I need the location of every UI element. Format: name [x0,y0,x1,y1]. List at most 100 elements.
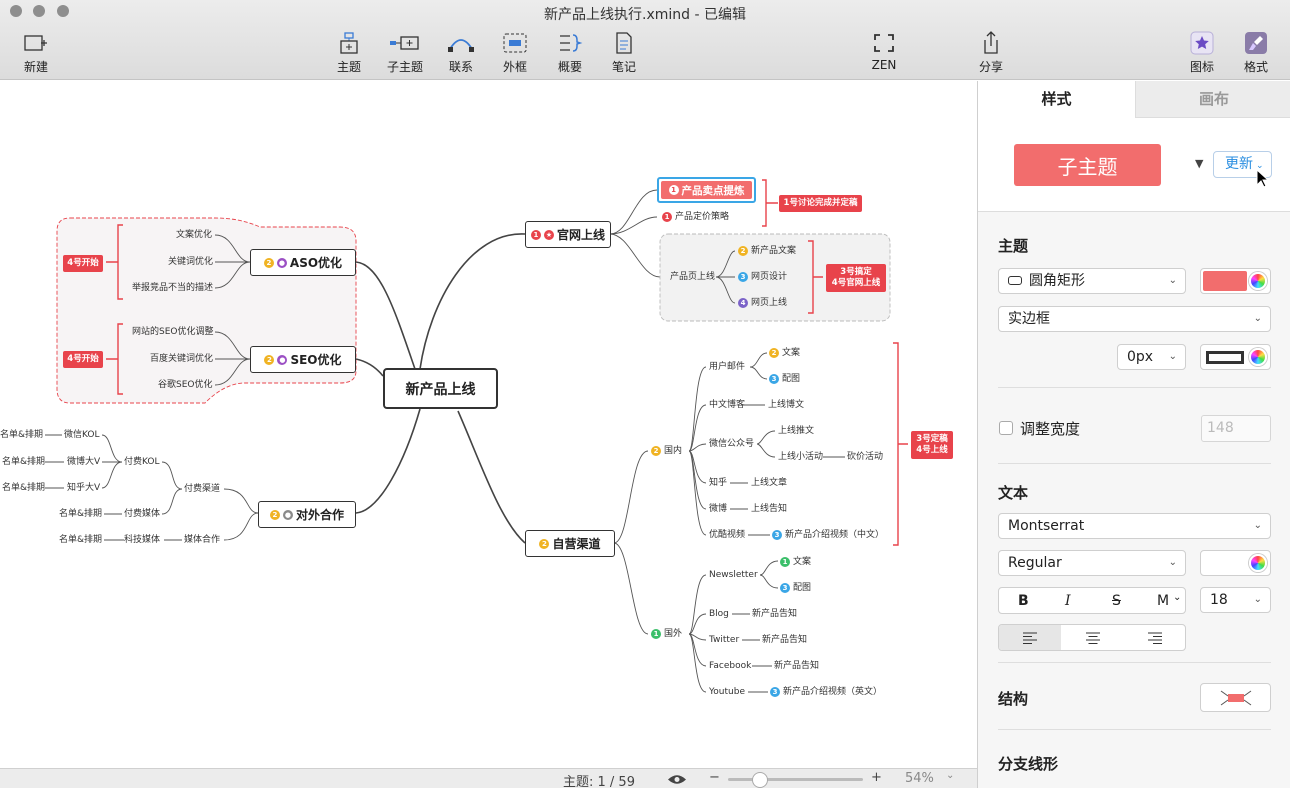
topic-wechat-post[interactable]: 上线推文 [778,426,815,436]
topic-paid-media[interactable]: 付费媒体 [124,509,161,519]
topic-newsletter[interactable]: Newsletter [709,570,758,580]
chevron-down-icon[interactable]: ⌄ [1173,592,1182,603]
topic-official-site[interactable]: 1★官网上线 [525,221,611,248]
topic-twitter[interactable]: Twitter [709,635,740,645]
font-size-select[interactable]: 18⌄ [1200,587,1271,613]
width-input[interactable]: 148 [1201,415,1271,442]
topic-tech-media-list[interactable]: 名单&排期 [59,535,103,545]
eye-icon[interactable] [667,773,687,786]
minimize-window-button[interactable] [33,5,45,17]
topic-wechat-kol[interactable]: 微信KOL [64,430,100,440]
style-preview[interactable]: 子主题 [1014,144,1161,186]
note-button[interactable]: 笔记 [596,30,652,75]
border-color-picker[interactable] [1200,344,1271,370]
align-center-icon[interactable] [1085,632,1101,644]
topic-button[interactable]: 主题 [321,30,377,75]
fill-color-picker[interactable] [1200,268,1271,294]
topic-weibo-v[interactable]: 微博大V [67,457,101,467]
zoom-out-button[interactable]: − [709,770,720,785]
update-style-button[interactable]: 更新⌄ [1213,151,1272,178]
strikethrough-button[interactable]: S [1112,593,1121,609]
zoom-slider[interactable] [728,778,863,781]
topic-blog-notice[interactable]: 新产品告知 [752,609,798,619]
topic-seo-site[interactable]: 网站的SEO优化调整 [132,327,214,337]
topic-weibo[interactable]: 微博 [709,504,728,514]
new-button[interactable]: 新建 [8,30,64,75]
font-family-select[interactable]: Montserrat⌄ [998,513,1271,539]
topic-youtube[interactable]: Youtube [709,687,745,697]
topic-aso-report[interactable]: 举报竞品不当的描述 [132,283,214,293]
topic-paid-channels[interactable]: 付费渠道 [184,484,221,494]
align-left-button[interactable] [999,625,1061,650]
zoom-window-button[interactable] [57,5,69,17]
topic-cn-blog[interactable]: 中文博客 [709,400,746,410]
note-label-aso[interactable]: 4号开始 [63,255,103,272]
topic-kol-list-1[interactable]: 名单&排期 [0,430,44,440]
font-weight-select[interactable]: Regular⌄ [998,550,1186,576]
adjust-width-checkbox[interactable] [999,421,1013,435]
summary-button[interactable]: 概要 [542,30,598,75]
topic-twitter-notice[interactable]: 新产品告知 [762,635,808,645]
share-button[interactable]: 分享 [963,30,1019,75]
note-label-page[interactable]: 3号搞定 4号官网上线 [826,264,886,292]
border-width-select[interactable]: 0px⌄ [1117,344,1186,370]
relation-button[interactable]: 联系 [433,30,489,75]
topic-partnership[interactable]: 2●对外合作 [258,501,356,528]
text-color-picker[interactable] [1200,550,1271,576]
topic-aso-keywords[interactable]: 关键词优化 [168,257,214,267]
note-label-official[interactable]: 1号讨论完成并定稿 [779,195,862,212]
topic-paid-media-list[interactable]: 名单&排期 [59,509,103,519]
text-case-button[interactable]: M [1157,593,1170,609]
topic-media-coop[interactable]: 媒体合作 [184,535,221,545]
central-topic[interactable]: 新产品上线 [383,368,498,409]
topic-tech-media[interactable]: 科技媒体 [124,535,161,545]
subtopic-button[interactable]: 子主题 [377,30,433,75]
zen-button[interactable]: ZEN [856,30,912,72]
note-label-domestic[interactable]: 3号定稿 4号上线 [911,431,953,459]
shape-select[interactable]: 圆角矩形⌄ [998,268,1186,294]
topic-seo-baidu[interactable]: 百度关键词优化 [150,354,214,364]
italic-button[interactable]: I [1065,593,1071,609]
zoom-level[interactable]: 54% [905,771,934,786]
note-label-seo[interactable]: 4号开始 [63,351,103,368]
topic-facebook[interactable]: Facebook [709,661,752,671]
topic-aso-copy[interactable]: 文案优化 [176,230,213,240]
boundary-button[interactable]: 外框 [487,30,543,75]
topic-blog-post[interactable]: 上线博文 [768,400,805,410]
topic-user-email[interactable]: 用户邮件 [709,362,746,372]
chevron-down-icon[interactable]: ⌄ [946,770,955,781]
topic-facebook-notice[interactable]: 新产品告知 [774,661,820,671]
tab-canvas[interactable]: 画布 [1135,81,1290,118]
topic-zhihu[interactable]: 知乎 [709,478,728,488]
topic-wechat-event[interactable]: 上线小活动 [778,452,824,462]
align-right-icon[interactable] [1147,632,1163,644]
topic-wechat[interactable]: 微信公众号 [709,439,755,449]
tab-style[interactable]: 样式 [978,81,1135,118]
topic-bargain[interactable]: 砍价活动 [847,452,884,462]
zoom-slider-handle[interactable] [752,772,768,788]
topic-zhihu-article[interactable]: 上线文章 [751,478,788,488]
icons-button[interactable]: 图标 [1174,30,1230,75]
structure-select[interactable] [1200,683,1271,712]
topic-seo[interactable]: 2●SEO优化 [250,346,356,373]
topic-zhihu-v[interactable]: 知乎大V [67,483,101,493]
topic-kol-list-2[interactable]: 名单&排期 [2,457,46,467]
close-window-button[interactable] [10,5,22,17]
border-style-select[interactable]: 实边框⌄ [998,306,1271,332]
topic-blog[interactable]: Blog [709,609,729,619]
preview-dropdown-icon[interactable]: ▼ [1195,157,1204,170]
format-button[interactable]: 格式 [1228,30,1284,75]
